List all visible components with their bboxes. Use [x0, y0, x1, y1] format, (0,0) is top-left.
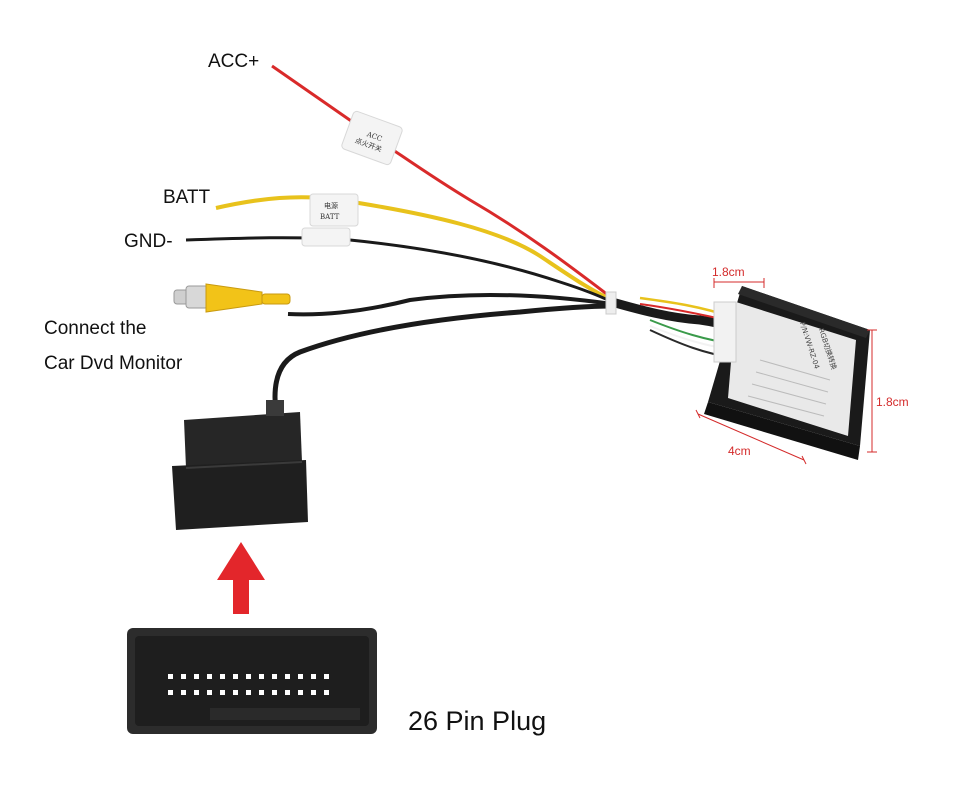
connector-pin: [324, 690, 329, 695]
connector-pin: [311, 690, 316, 695]
connector-pin: [298, 674, 303, 679]
connector-pin: [207, 690, 212, 695]
connector-pin: [181, 674, 186, 679]
connector-pin: [285, 674, 290, 679]
connector-pin: [207, 674, 212, 679]
harness-connector: [172, 400, 308, 530]
connector-pin: [272, 690, 277, 695]
connect-arrow: [217, 542, 265, 614]
connector-pin: [168, 690, 173, 695]
svg-text:电源: 电源: [324, 201, 338, 210]
connector-pin: [246, 674, 251, 679]
batt-label: BATT: [163, 187, 211, 208]
acc-label: ACC+: [208, 51, 260, 72]
dimension-side-height: 1.8cm: [876, 395, 909, 409]
main-black-cable: [272, 303, 613, 413]
connector-pin: [298, 690, 303, 695]
dimension-top-depth: 1.8cm: [712, 265, 745, 279]
connector-pin: [181, 690, 186, 695]
connector-pin: [259, 674, 264, 679]
connector-pin: [259, 690, 264, 695]
rca-connector: [173, 283, 291, 313]
gnd-label: GND-: [124, 231, 173, 252]
monitor-label-line1: Connect the: [44, 318, 147, 339]
connector-pin: [246, 690, 251, 695]
connector-pin: [168, 674, 173, 679]
monitor-label-line2: Car Dvd Monitor: [44, 353, 183, 374]
gnd-black-wire: [185, 236, 613, 304]
gnd-wire-tag: [301, 227, 351, 247]
batt-wire-tag: 电源 BATT: [309, 193, 359, 227]
connector-pin: [194, 674, 199, 679]
connector-pin: [272, 674, 277, 679]
connector-pin: [220, 690, 225, 695]
connector-pin: [194, 690, 199, 695]
connector-pin: [220, 674, 225, 679]
dimension-bottom-width: 4cm: [728, 444, 751, 458]
connector-pin: [285, 690, 290, 695]
connector-pin: [233, 674, 238, 679]
batt-yellow-wire: [215, 195, 613, 302]
dimension-lines: [695, 278, 877, 465]
connector-pin: [311, 674, 316, 679]
pin-grid: [168, 674, 329, 695]
26-pin-plug: [127, 628, 377, 734]
svg-text:BATT: BATT: [320, 213, 340, 221]
converter-module: RGB切换转换 P/N:VW-RZ-04: [704, 286, 870, 460]
acc-wire-tag: ACC 点火开关: [341, 110, 403, 166]
plug-label: 26 Pin Plug: [408, 706, 547, 736]
connector-pin: [324, 674, 329, 679]
rca-black-cable: [287, 293, 613, 317]
acc-red-wire: [271, 64, 613, 300]
connector-pin: [233, 690, 238, 695]
